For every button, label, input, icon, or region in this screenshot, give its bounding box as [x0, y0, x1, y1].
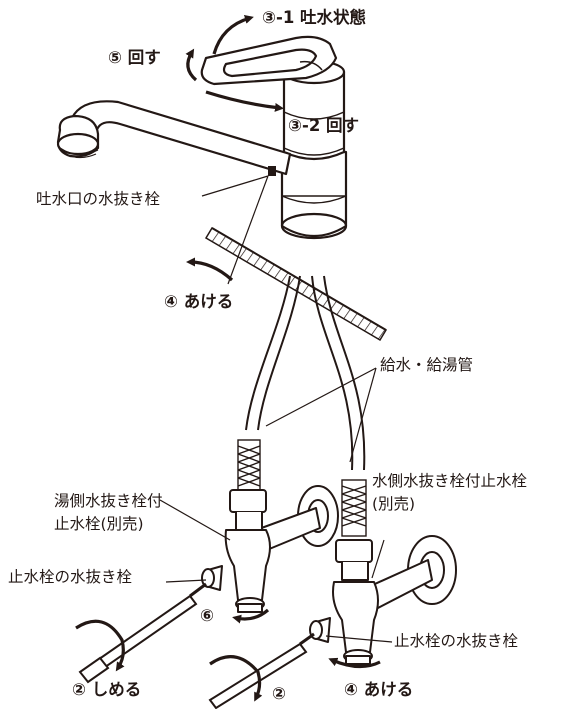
- spout: [56, 100, 292, 176]
- cold-side-stop-valve: [309, 535, 457, 665]
- hot-side-stop-valve: [201, 485, 339, 613]
- label-supply-pipes: 給水・給湯管: [380, 356, 474, 374]
- label-spout-drain-plug: 吐水口の水抜き栓: [36, 190, 161, 208]
- label-step6: ⑥: [200, 606, 214, 625]
- leader-lines: [159, 175, 393, 643]
- label-step3-1: ③-1 吐水状態: [262, 8, 367, 27]
- motion-arrows: [75, 15, 381, 702]
- label-hot-side-valve-line2: 止水栓(別売): [54, 515, 144, 534]
- supply-hoses: [245, 275, 366, 471]
- label-stop-valve-drain-right: 止水栓の水抜き栓: [394, 632, 519, 650]
- screwdriver-left: [78, 582, 207, 684]
- label-hot-side-valve: 湯側水抜き栓付 止水栓(別売): [54, 492, 163, 535]
- label-step2: ②: [272, 684, 286, 703]
- label-step3-2: ③-2 回す: [288, 116, 360, 135]
- label-step2-close: ② しめる: [72, 680, 142, 699]
- faucet-body: [280, 59, 348, 240]
- label-step4-bottom: ④ あける: [344, 680, 414, 699]
- label-cold-side-valve: 水側水抜き栓付止水栓 (別売): [372, 472, 527, 515]
- label-step5: ⑤ 回す: [108, 48, 161, 67]
- label-step4-top: ④ あける: [164, 292, 234, 311]
- counter-slab: [204, 226, 388, 342]
- label-hot-side-valve-line1: 湯側水抜き栓付: [54, 492, 163, 510]
- braided-hose-sections: [237, 439, 367, 537]
- label-cold-side-valve-line1: 水側水抜き栓付止水栓: [372, 472, 528, 490]
- label-stop-valve-drain-left: 止水栓の水抜き栓: [8, 568, 133, 586]
- lever-handle: [200, 35, 338, 86]
- label-cold-side-valve-line2: (別売): [372, 495, 416, 514]
- screwdriver-right: [208, 632, 315, 709]
